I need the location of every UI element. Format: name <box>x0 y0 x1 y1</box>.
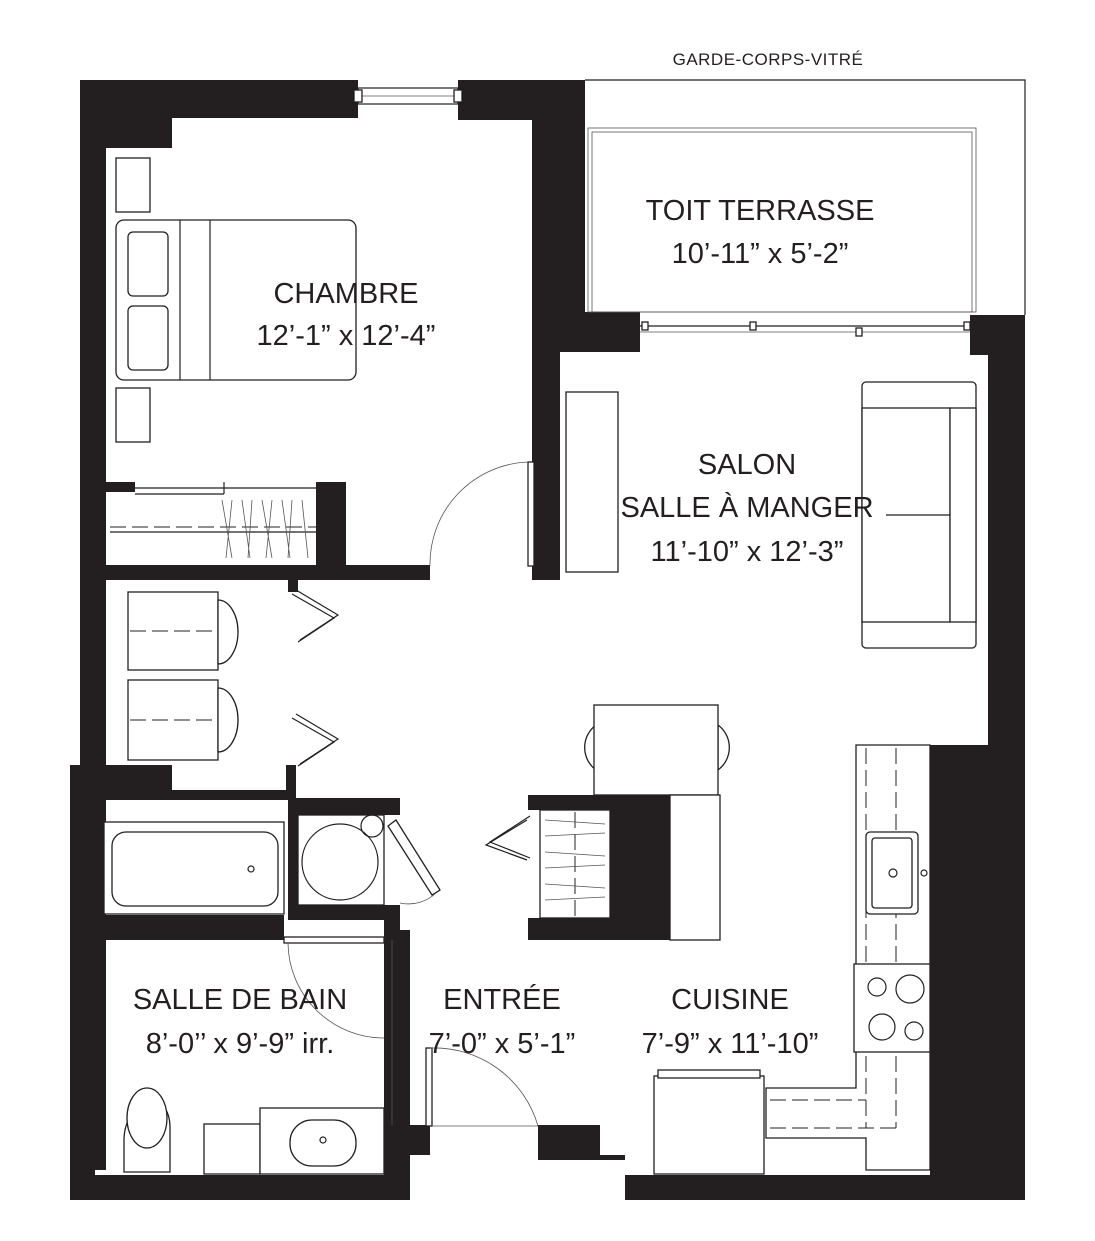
label-bedroom: CHAMBRE 12’-1” x 12’-4” <box>257 278 436 352</box>
bath-cabinet <box>203 1123 261 1175</box>
label-kitchen: CUISINE 7’-9” x 11’-10” <box>642 984 819 1060</box>
wall-pantry <box>528 795 670 940</box>
cooktop <box>853 963 931 1053</box>
label-bathroom: SALLE DE BAIN 8’-0’’ x 9’-9” irr. <box>133 984 347 1060</box>
label-entry: ENTRÉE 7’-0” x 5’-1” <box>429 983 576 1060</box>
walls <box>70 80 1025 1200</box>
bedroom-name: CHAMBRE <box>273 278 418 310</box>
bedroom-door <box>429 461 535 567</box>
label-terrace: TOIT TERRASSE 10’-11” x 5’-2” <box>646 195 875 270</box>
refrigerator <box>653 1069 765 1175</box>
kitchen-counter <box>765 744 931 1171</box>
terrace-dims: 10’-11” x 5’-2” <box>672 238 849 270</box>
vanity <box>259 1107 385 1175</box>
bed <box>115 219 357 381</box>
entry-dims: 7’-0” x 5’-1” <box>429 1028 576 1060</box>
terrace-name: TOIT TERRASSE <box>646 195 875 227</box>
terrace <box>585 79 1026 337</box>
bathroom-name: SALLE DE BAIN <box>133 984 347 1016</box>
bedroom-closet <box>110 482 340 559</box>
laundry-unit <box>297 814 441 906</box>
kitchen-dims: 7’-9” x 11’-10” <box>642 1028 819 1060</box>
nightstand-top <box>115 157 151 213</box>
dining-table <box>584 704 730 796</box>
nightstand-bottom <box>115 387 151 443</box>
entry-name: ENTRÉE <box>443 983 561 1016</box>
wall-entry-left <box>384 930 430 1200</box>
hall-closet <box>127 589 340 767</box>
wall-laundry <box>288 798 400 940</box>
label-living: SALON SALLE À MANGER 11’-10” x 12’-3” <box>620 449 873 568</box>
wall-right <box>930 315 1025 1200</box>
railing-label: GARDE-CORPS-VITRÉ <box>673 50 864 69</box>
toilet <box>123 1087 171 1173</box>
bathroom-door <box>283 936 385 1039</box>
living-name-2: SALLE À MANGER <box>620 491 873 524</box>
bathtub <box>103 821 285 915</box>
tv-console <box>565 391 619 573</box>
wall-bedroom-closet <box>106 482 430 580</box>
sofa <box>861 381 977 649</box>
wall-bottom-right <box>538 1125 930 1200</box>
kitchen-name: CUISINE <box>671 984 789 1016</box>
wall-top-right <box>458 80 640 580</box>
bedroom-window <box>353 87 463 105</box>
bathroom-dims: 8’-0’’ x 9’-9” irr. <box>146 1028 335 1060</box>
living-dims: 11’-10” x 12’-3” <box>651 536 844 568</box>
wall-bath-top <box>95 915 284 940</box>
bedroom-dims: 12’-1” x 12’-4” <box>257 320 436 352</box>
pantry-closet <box>484 794 721 941</box>
entry-door <box>391 940 539 1127</box>
living-name: SALON <box>698 449 796 481</box>
